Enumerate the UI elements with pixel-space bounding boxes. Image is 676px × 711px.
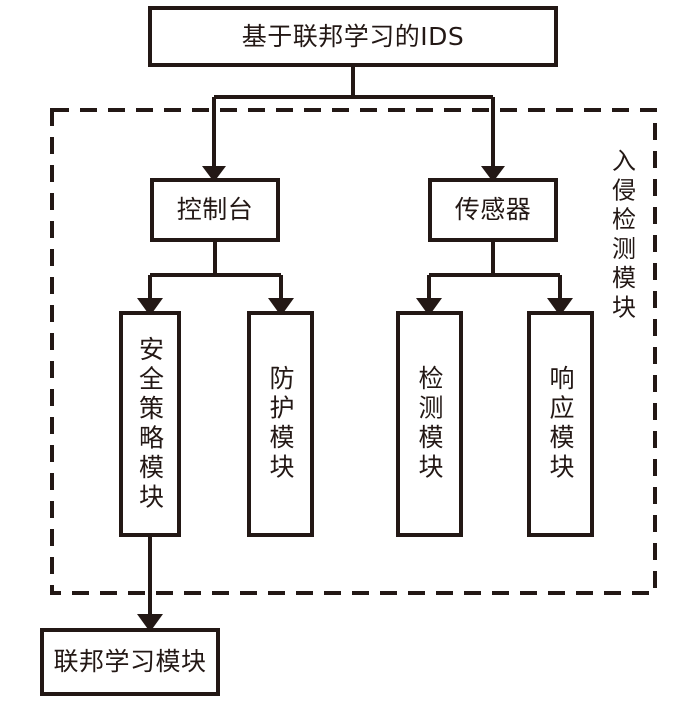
node-box-security-policy-module[interactable] bbox=[119, 311, 181, 537]
node-box-federated-learning-module[interactable] bbox=[40, 628, 220, 696]
node-box-detection-module[interactable] bbox=[396, 311, 463, 537]
arrowhead-security-policy-to-federated bbox=[137, 614, 163, 632]
node-box-response-module[interactable] bbox=[527, 311, 594, 537]
arrowhead-root-to-console bbox=[202, 166, 226, 182]
arrowhead-console-to-security-policy bbox=[137, 298, 163, 316]
arrowhead-console-to-protection bbox=[268, 298, 294, 316]
node-box-sensor[interactable] bbox=[428, 178, 558, 242]
node-box-console[interactable] bbox=[150, 178, 280, 242]
arrowhead-sensor-to-response bbox=[547, 298, 573, 316]
node-box-root[interactable] bbox=[148, 6, 558, 67]
arrowhead-sensor-to-detection bbox=[416, 298, 442, 316]
group-boundary-intrusion-detection bbox=[50, 108, 657, 595]
node-box-protection-module[interactable] bbox=[247, 311, 314, 537]
arrowhead-root-to-sensor bbox=[481, 166, 505, 182]
